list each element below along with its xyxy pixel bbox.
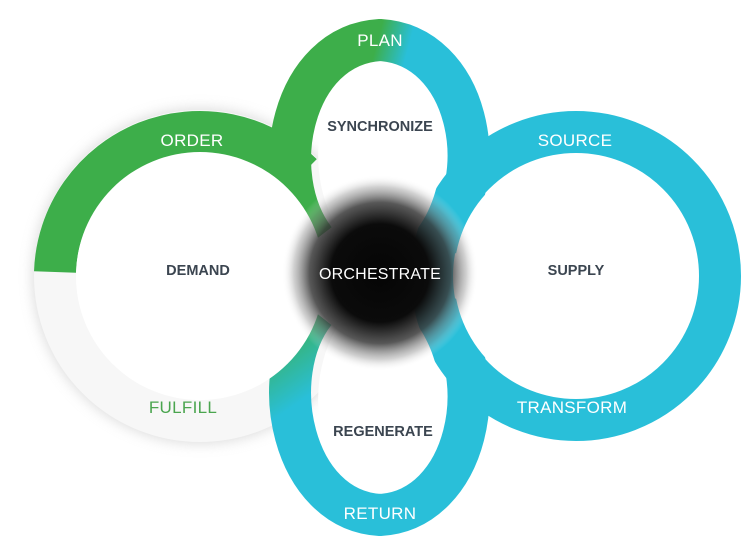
return-label: RETURN [344, 504, 417, 523]
orchestrate-label: ORCHESTRATE [319, 266, 441, 283]
source-label: SOURCE [538, 131, 613, 150]
demand-label: DEMAND [166, 263, 230, 279]
plan-label: PLAN [357, 31, 403, 50]
demand-order-arc [34, 111, 317, 274]
transform-label: TRANSFORM [517, 398, 627, 417]
synchronize-label: SYNCHRONIZE [327, 119, 433, 135]
supply-label: SUPPLY [548, 263, 605, 279]
regenerate-label: REGENERATE [333, 424, 433, 440]
supply-loop-inner [454, 154, 698, 398]
plan-loop [269, 18, 490, 254]
return-loop-inner [318, 326, 441, 493]
return-loop [269, 298, 490, 537]
order-label: ORDER [161, 131, 224, 150]
orchestrate-hub [282, 175, 478, 371]
fulfill-label: FULFILL [149, 398, 217, 417]
demand-loop-inner [76, 152, 324, 400]
